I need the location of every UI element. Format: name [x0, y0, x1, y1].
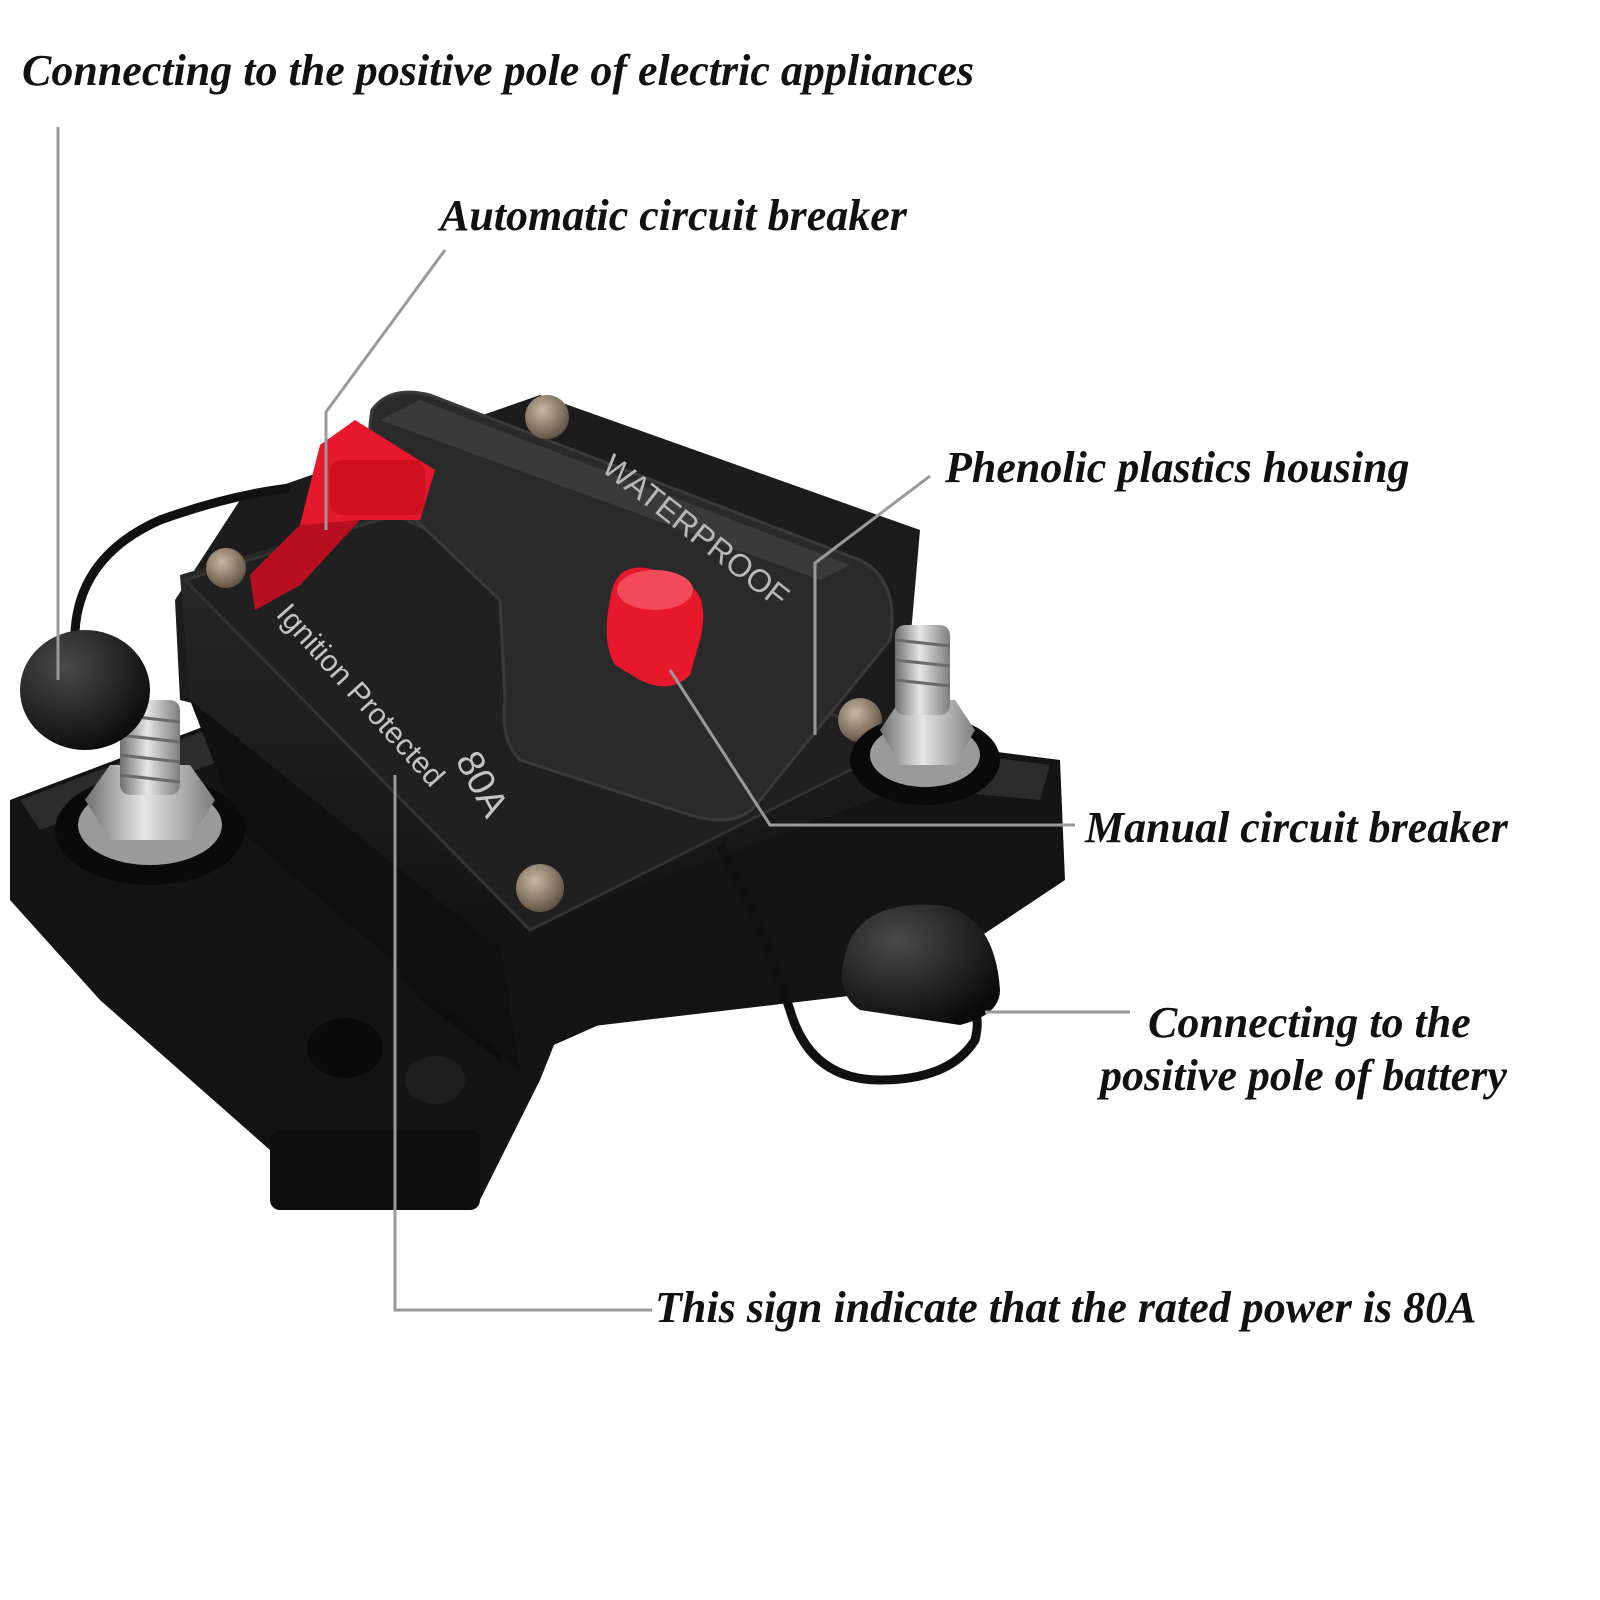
- mounting-hole: [405, 1056, 465, 1104]
- callout-battery-line2: positive pole of battery: [1100, 1051, 1507, 1100]
- callout-battery-line1: Connecting to the: [1148, 998, 1471, 1047]
- leader-lines: [56, 127, 1130, 1312]
- callout-rated-power: This sign indicate that the rated power …: [655, 1283, 1477, 1332]
- leader-rated: [393, 775, 652, 1312]
- base-foot: [270, 1130, 480, 1210]
- left-terminal-stud: [55, 700, 245, 885]
- terminal-cap: [842, 904, 1000, 1025]
- leader-manual: [668, 669, 1075, 827]
- screw: [206, 548, 246, 588]
- leader-automatic: [324, 249, 447, 530]
- terminal-cap: [20, 630, 150, 750]
- leader-housing: [813, 474, 931, 735]
- screw: [525, 395, 569, 439]
- right-terminal-stud: [850, 625, 1000, 805]
- mounting-hole: [307, 1018, 383, 1078]
- screws: [206, 395, 882, 912]
- screw: [516, 864, 564, 912]
- callout-manual-breaker: Manual circuit breaker: [1085, 803, 1508, 852]
- callout-appliances: Connecting to the positive pole of elect…: [22, 46, 974, 95]
- callout-housing: Phenolic plastics housing: [945, 443, 1410, 492]
- protective-caps: [20, 483, 1000, 1085]
- manual-button: [606, 567, 704, 687]
- callout-automatic-breaker: Automatic circuit breaker: [440, 191, 907, 240]
- automatic-lever: [250, 420, 435, 610]
